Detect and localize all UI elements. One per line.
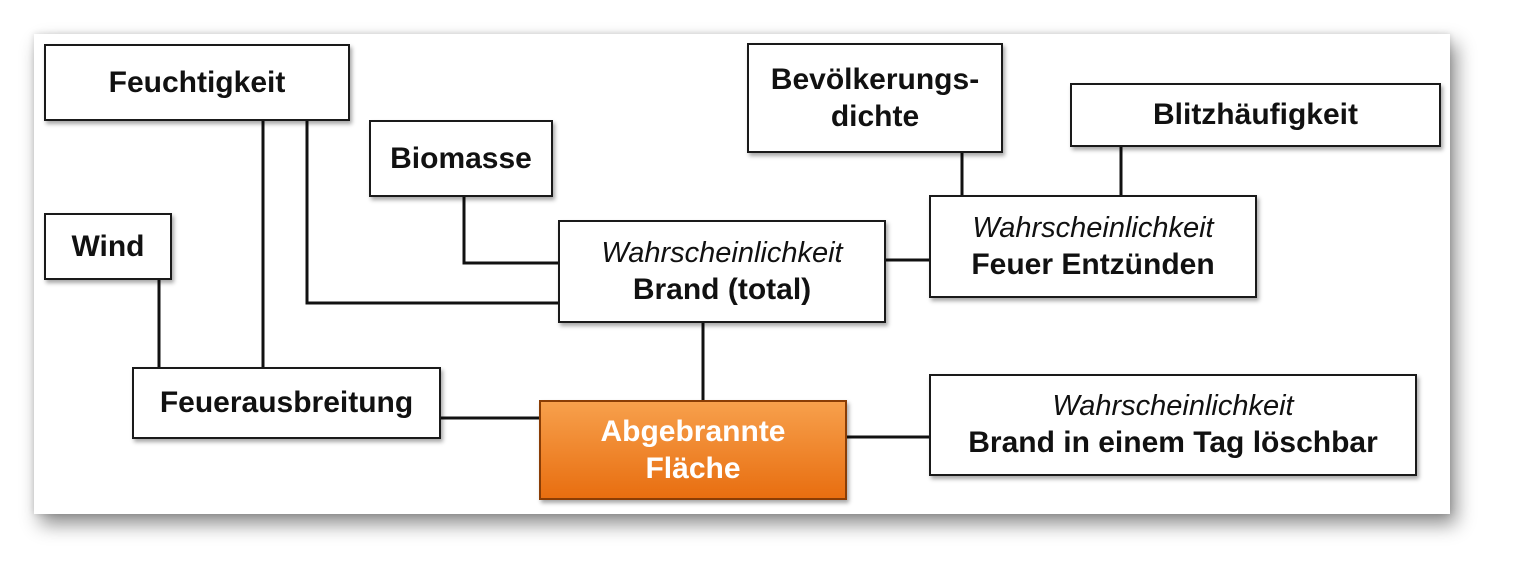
node-label-bold: Brand in einem Tag löschbar xyxy=(968,426,1378,460)
node-bevoelkerungsdichte: Bevölkerungs- dichte xyxy=(747,43,1003,153)
node-label-bold: Feuer Entzünden xyxy=(971,247,1215,281)
node-label-line1: Bevölkerungs- xyxy=(770,62,980,96)
node-blitzhaeufigkeit: Blitzhäufigkeit xyxy=(1070,83,1441,147)
node-wind: Wind xyxy=(44,213,172,280)
node-feuchtigkeit: Feuchtigkeit xyxy=(44,44,350,121)
node-biomasse: Biomasse xyxy=(369,120,553,197)
connector-feuchtigkeit-brand xyxy=(305,120,559,305)
node-label: Wind xyxy=(71,229,145,263)
node-label-italic: Wahrscheinlichkeit xyxy=(601,236,843,269)
node-brand-loeschbar: Wahrscheinlichkeit Brand in einem Tag lö… xyxy=(929,374,1417,476)
node-label-line2: dichte xyxy=(830,100,920,133)
node-brand-total: Wahrscheinlichkeit Brand (total) xyxy=(558,220,886,323)
node-label: Biomasse xyxy=(390,141,532,175)
node-label-line1: Abgebrannte xyxy=(600,414,786,448)
connector-biomasse-brand xyxy=(462,196,559,265)
node-label-line2: Fläche xyxy=(645,452,741,485)
node-label: Blitzhäufigkeit xyxy=(1152,98,1358,132)
node-abgebrannte-flaeche: Abgebrannte Fläche xyxy=(539,400,847,500)
node-label-italic: Wahrscheinlichkeit xyxy=(1052,390,1294,423)
node-feuerausbreitung: Feuerausbreitung xyxy=(132,367,441,439)
node-label: Feuerausbreitung xyxy=(159,386,414,420)
node-label: Feuchtigkeit xyxy=(108,65,286,99)
node-feuer-entzuenden: Wahrscheinlichkeit Feuer Entzünden xyxy=(929,195,1257,298)
node-label-bold: Brand (total) xyxy=(632,272,812,306)
node-label-italic: Wahrscheinlichkeit xyxy=(972,211,1214,244)
